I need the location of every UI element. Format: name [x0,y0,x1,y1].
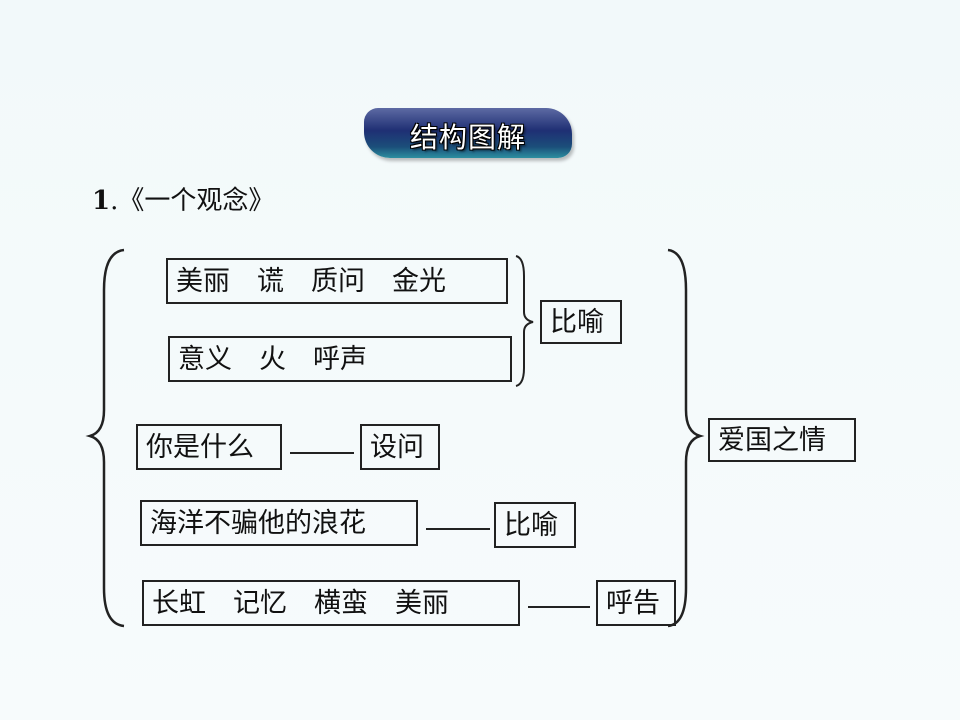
connector-dash [426,528,490,530]
section-banner: 结构图解 [364,108,572,158]
box-group-row1: 美丽 谎 质问 金光 [166,258,508,304]
box-conclusion: 爱国之情 [708,418,856,462]
box-row1-text: 你是什么 [136,424,282,470]
section-title: 1.《一个观念》 [92,180,274,217]
box-row3-text: 长虹 记忆 横蛮 美丽 [142,580,520,626]
right-brace [667,248,705,628]
connector-dash [290,452,354,454]
left-brace [85,248,125,628]
box-row1-label: 设问 [360,424,440,470]
section-number: 1 [92,186,111,216]
box-row2-label: 比喻 [494,502,576,548]
box-group-label: 比喻 [540,300,622,344]
box-group-row2: 意义 火 呼声 [168,336,512,382]
box-row3-label: 呼告 [596,580,676,626]
section-title-text: .《一个观念》 [110,186,275,216]
connector-dash [528,606,590,608]
inner-brace [515,255,534,387]
banner-title: 结构图解 [409,121,526,154]
box-row2-text: 海洋不骗他的浪花 [140,500,418,546]
